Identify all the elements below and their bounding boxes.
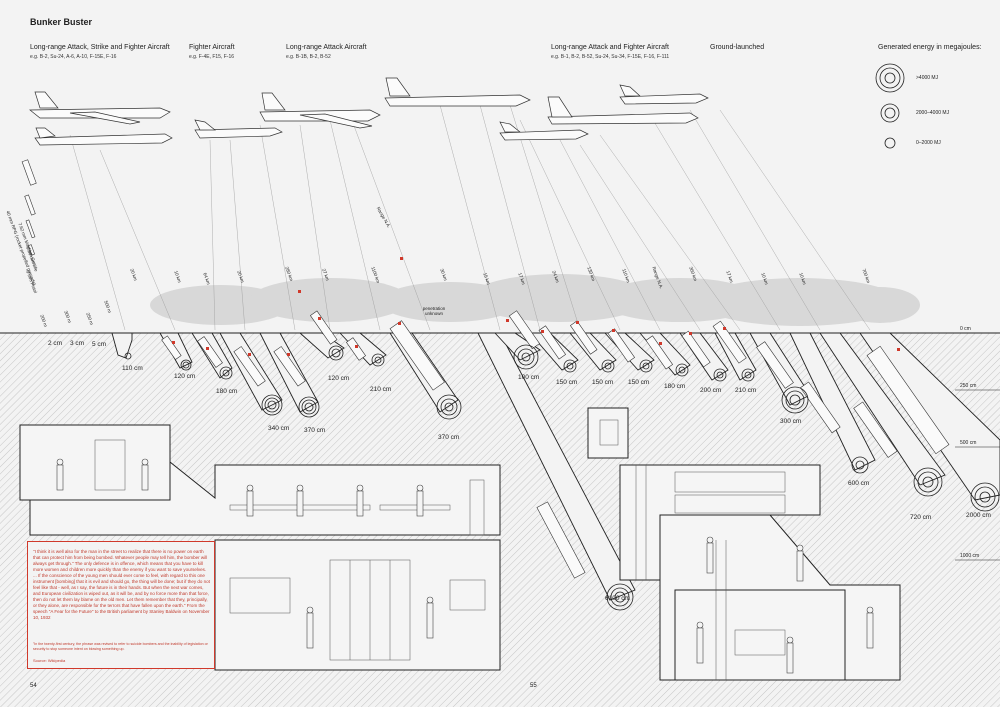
legend-item: >4000 MJ bbox=[916, 75, 939, 81]
page-number-right: 55 bbox=[530, 683, 537, 689]
quote-box: "I think it is well also for the man in … bbox=[27, 541, 215, 669]
penetration-note: penetration unknown bbox=[422, 306, 446, 316]
aircraft-b52-c bbox=[384, 77, 531, 107]
small-arm-depth: 5 cm bbox=[92, 341, 107, 348]
dust-cloud bbox=[150, 274, 920, 326]
penetration-label: 600 cm bbox=[848, 480, 870, 487]
legend-rings bbox=[875, 63, 905, 149]
penetration-label: 370 cm bbox=[304, 427, 326, 434]
small-arms-column bbox=[21, 159, 37, 256]
legend-item: 2000–4000 MJ bbox=[916, 110, 950, 116]
page-number-left: 54 bbox=[30, 683, 37, 689]
penetration-label: 180 cm bbox=[216, 388, 238, 395]
category-label: Fighter Aircraft bbox=[189, 44, 235, 51]
category-heading: Ground-launched bbox=[710, 44, 764, 54]
quote-source: Source: Wikipedia bbox=[33, 658, 66, 663]
category-label: Long-range Attack, Strike and Fighter Ai… bbox=[30, 44, 170, 51]
bunker-right bbox=[587, 407, 901, 681]
penetration-label: 210 cm bbox=[370, 386, 392, 393]
aircraft-fighter-c bbox=[619, 84, 709, 105]
depth-scale bbox=[955, 332, 1000, 561]
category-label: Long-range Attack and Fighter Aircraft bbox=[551, 44, 669, 51]
depth-label: 1000 cm bbox=[960, 553, 980, 559]
category-label: Ground-launched bbox=[710, 44, 765, 51]
bunker-right-furniture bbox=[599, 419, 786, 680]
penetration-label: 6100 cm bbox=[605, 595, 630, 602]
munitions bbox=[161, 310, 950, 579]
impact-rings bbox=[124, 344, 1000, 611]
penetration-label: 150 cm bbox=[556, 379, 578, 386]
legend-item: 0–2000 MJ bbox=[916, 140, 941, 146]
penetration-label: 340 cm bbox=[268, 425, 290, 432]
category-heading: Long-range Attack Aircraft e.g. B-1B, B-… bbox=[286, 44, 367, 60]
aircraft-b52-b bbox=[259, 92, 381, 129]
penetration-label: 210 cm bbox=[735, 387, 757, 394]
quote-note: "In the twenty-first century, the phrase… bbox=[33, 642, 208, 651]
small-arm-depth: 3 cm bbox=[70, 340, 85, 347]
penetration-label: 150 cm bbox=[628, 379, 650, 386]
category-heading: Long-range Attack and Fighter Aircraft e… bbox=[551, 44, 669, 60]
legend-title: Generated energy in megajoules: bbox=[878, 44, 982, 51]
penetration-label: 720 cm bbox=[910, 514, 932, 521]
category-heading: Fighter Aircraft e.g. F-4E, F15, F-16 bbox=[189, 44, 235, 60]
people-figures bbox=[56, 458, 874, 674]
aircraft-b1-b bbox=[547, 96, 699, 125]
penetration-label: 100 cm bbox=[518, 374, 540, 381]
penetration-label: 120 cm bbox=[328, 375, 350, 382]
depth-label: 250 cm bbox=[960, 383, 977, 389]
aircraft-fighter-b bbox=[499, 121, 589, 141]
category-label: Long-range Attack Aircraft bbox=[286, 44, 367, 51]
page-title: Bunker Buster bbox=[30, 17, 93, 27]
category-examples: e.g. B-1B, B-2, B-52 bbox=[286, 54, 331, 60]
penetration-label: 300 cm bbox=[780, 418, 802, 425]
trajectory-lines bbox=[69, 104, 871, 331]
aircraft-group bbox=[29, 77, 709, 146]
penetration-label: 370 cm bbox=[438, 434, 460, 441]
aircraft-b1-a bbox=[34, 127, 173, 146]
category-examples: e.g. B-1, B-2, B-52, Su-24, Su-34, F-15E… bbox=[551, 54, 670, 60]
quote-text: "I think it is well also for the man in … bbox=[33, 549, 210, 620]
small-arm-depth: 2 cm bbox=[48, 340, 63, 347]
category-examples: e.g. B-2, Su-24, A-6, A-10, F-15E, F-16 bbox=[30, 54, 117, 60]
category-examples: e.g. F-4E, F15, F-16 bbox=[189, 54, 235, 60]
penetration-label: 150 cm bbox=[592, 379, 614, 386]
penetration-label: 180 cm bbox=[664, 383, 686, 390]
depth-label: 500 cm bbox=[960, 440, 977, 446]
category-heading: Long-range Attack, Strike and Fighter Ai… bbox=[30, 44, 170, 60]
depth-label: 0 cm bbox=[960, 326, 971, 332]
aircraft-b52-a bbox=[29, 91, 171, 125]
penetration-label: 2000 cm bbox=[966, 512, 991, 519]
penetration-label: 110 cm bbox=[122, 365, 143, 372]
penetration-label: 120 cm bbox=[174, 373, 196, 380]
penetration-label: 200 cm bbox=[700, 387, 722, 394]
warhead-markers bbox=[172, 257, 900, 356]
aircraft-fighter-a bbox=[194, 119, 283, 139]
